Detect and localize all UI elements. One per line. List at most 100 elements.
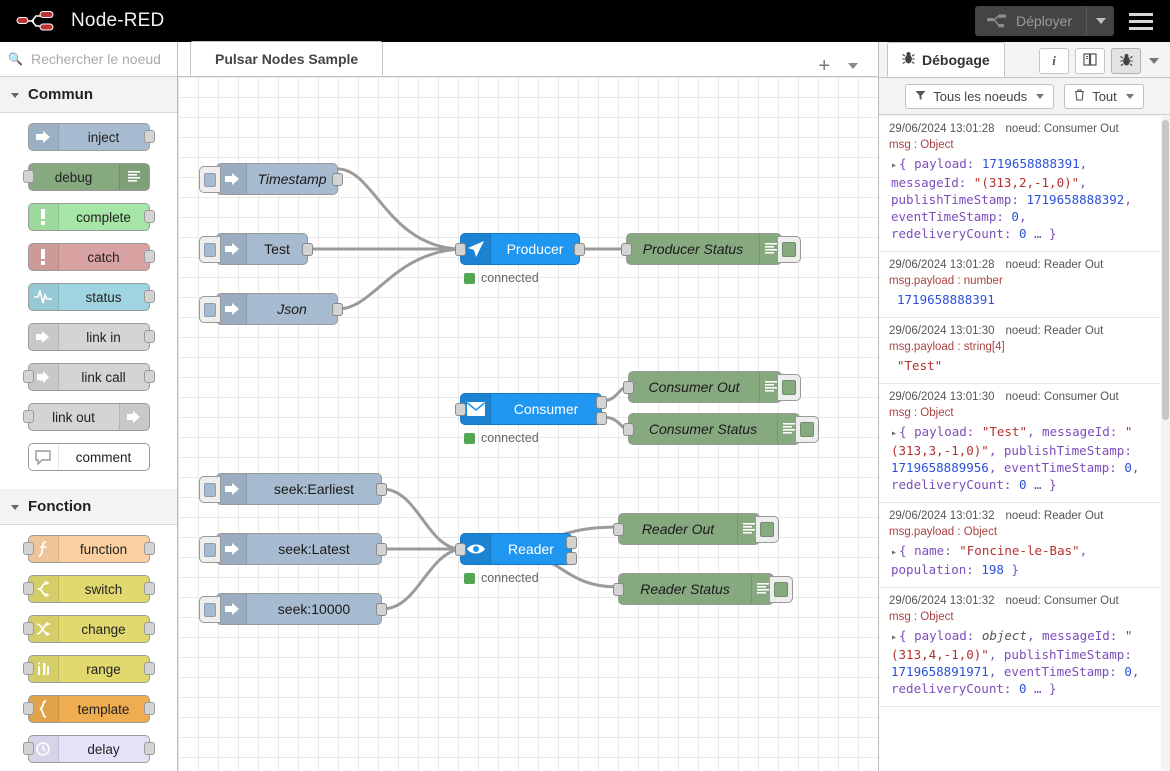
input-port[interactable] [22, 622, 34, 635]
output-port[interactable] [143, 250, 155, 263]
flow-node-reader-out[interactable]: Reader Out [613, 513, 779, 545]
input-port[interactable] [22, 370, 34, 383]
flow-canvas[interactable]: Timestamp Test Json [178, 77, 878, 771]
debug-scrollbar[interactable] [1161, 116, 1170, 771]
plus-icon[interactable]: + [818, 55, 830, 77]
deploy-button[interactable]: Déployer [974, 6, 1114, 36]
search-input[interactable] [28, 50, 169, 68]
tab-debogage[interactable]: Débogage [887, 42, 1005, 77]
debug-toggle-button[interactable] [795, 416, 819, 443]
output-port-2[interactable] [566, 552, 577, 565]
output-port[interactable] [143, 542, 155, 555]
input-port[interactable] [22, 662, 34, 675]
input-port[interactable] [623, 381, 634, 394]
input-port[interactable] [623, 423, 634, 436]
debug-message-source[interactable]: noeud: Consumer Out [1005, 123, 1119, 135]
palette-node-status[interactable]: status [27, 283, 155, 311]
input-port[interactable] [613, 583, 624, 596]
inject-button[interactable] [199, 536, 221, 563]
flow-node-producer[interactable]: Producer [455, 233, 585, 265]
debug-toggle-button[interactable] [777, 374, 801, 401]
flow-node-reader[interactable]: Reader [455, 533, 577, 565]
flow-node-seek-latest[interactable]: seek:Latest [199, 533, 387, 565]
inject-button[interactable] [199, 476, 221, 503]
palette-node-link-call[interactable]: link call [22, 363, 155, 391]
palette-node-inject[interactable]: inject [27, 123, 155, 151]
inject-button[interactable] [199, 296, 221, 323]
palette-node-debug[interactable]: debug [22, 163, 150, 191]
scrollbar-thumb[interactable] [1162, 120, 1169, 420]
palette-node-link-out[interactable]: link out [22, 403, 150, 431]
inject-button[interactable] [199, 166, 221, 193]
palette-node-catch[interactable]: catch [27, 243, 155, 271]
palette-node-range[interactable]: range [22, 655, 155, 683]
output-port[interactable] [143, 210, 155, 223]
output-port-1[interactable] [566, 536, 577, 549]
output-port[interactable] [302, 243, 313, 256]
input-port[interactable] [455, 243, 466, 256]
palette-category-commun[interactable]: Commun [0, 77, 177, 113]
palette-node-change[interactable]: change [22, 615, 155, 643]
output-port[interactable] [143, 702, 155, 715]
expand-triangle-icon[interactable]: ▸ [891, 428, 898, 439]
flow-node-timestamp[interactable]: Timestamp [199, 163, 343, 195]
output-port-1[interactable] [596, 396, 607, 409]
debug-message-source[interactable]: noeud: Consumer Out [1005, 391, 1119, 403]
palette-search[interactable]: 🔍 [0, 42, 177, 77]
output-port[interactable] [143, 582, 155, 595]
output-port[interactable] [574, 243, 585, 256]
output-port[interactable] [143, 742, 155, 755]
chevron-down-icon[interactable] [1149, 58, 1159, 64]
debug-toggle-button[interactable] [755, 516, 779, 543]
input-port[interactable] [22, 542, 34, 555]
output-port[interactable] [143, 330, 155, 343]
expand-triangle-icon[interactable]: ▸ [891, 160, 898, 171]
palette-node-template[interactable]: template [22, 695, 155, 723]
debug-message-source[interactable]: noeud: Consumer Out [1005, 595, 1119, 607]
chevron-down-icon[interactable] [848, 63, 858, 69]
inject-button[interactable] [199, 596, 221, 623]
output-port[interactable] [143, 662, 155, 675]
flow-node-seek-10000[interactable]: seek:10000 [199, 593, 387, 625]
input-port[interactable] [22, 702, 34, 715]
input-port[interactable] [613, 523, 624, 536]
debug-button[interactable] [1111, 48, 1141, 74]
deploy-dropdown-button[interactable] [1086, 6, 1114, 36]
palette-node-switch[interactable]: switch [22, 575, 155, 603]
output-port[interactable] [143, 622, 155, 635]
filter-nodes-dropdown[interactable]: Tous les noeuds [905, 83, 1055, 109]
debug-message-source[interactable]: noeud: Reader Out [1005, 510, 1104, 522]
input-port[interactable] [22, 410, 34, 423]
flow-node-consumer[interactable]: Consumer [455, 393, 607, 425]
debug-message-source[interactable]: noeud: Reader Out [1005, 259, 1104, 271]
input-port[interactable] [22, 170, 34, 183]
palette-node-function[interactable]: function [22, 535, 155, 563]
palette-node-delay[interactable]: delay [22, 735, 155, 763]
tab-pulsar-nodes-sample[interactable]: Pulsar Nodes Sample [190, 41, 384, 76]
debug-toggle-button[interactable] [769, 576, 793, 603]
expand-triangle-icon[interactable]: ▸ [891, 547, 898, 558]
flow-node-test[interactable]: Test [199, 233, 313, 265]
input-port[interactable] [455, 403, 466, 416]
info-button[interactable]: i [1039, 48, 1069, 74]
output-port[interactable] [332, 173, 343, 186]
flow-node-producer-status[interactable]: Producer Status [621, 233, 801, 265]
hamburger-menu-icon[interactable] [1118, 12, 1164, 30]
output-port[interactable] [376, 603, 387, 616]
output-port[interactable] [143, 130, 155, 143]
output-port[interactable] [332, 303, 343, 316]
output-port[interactable] [143, 370, 155, 383]
palette-node-link-in[interactable]: link in [27, 323, 155, 351]
palette-node-complete[interactable]: complete [27, 203, 155, 231]
input-port[interactable] [22, 582, 34, 595]
input-port[interactable] [455, 543, 466, 556]
output-port-2[interactable] [596, 412, 607, 425]
input-port[interactable] [621, 243, 632, 256]
